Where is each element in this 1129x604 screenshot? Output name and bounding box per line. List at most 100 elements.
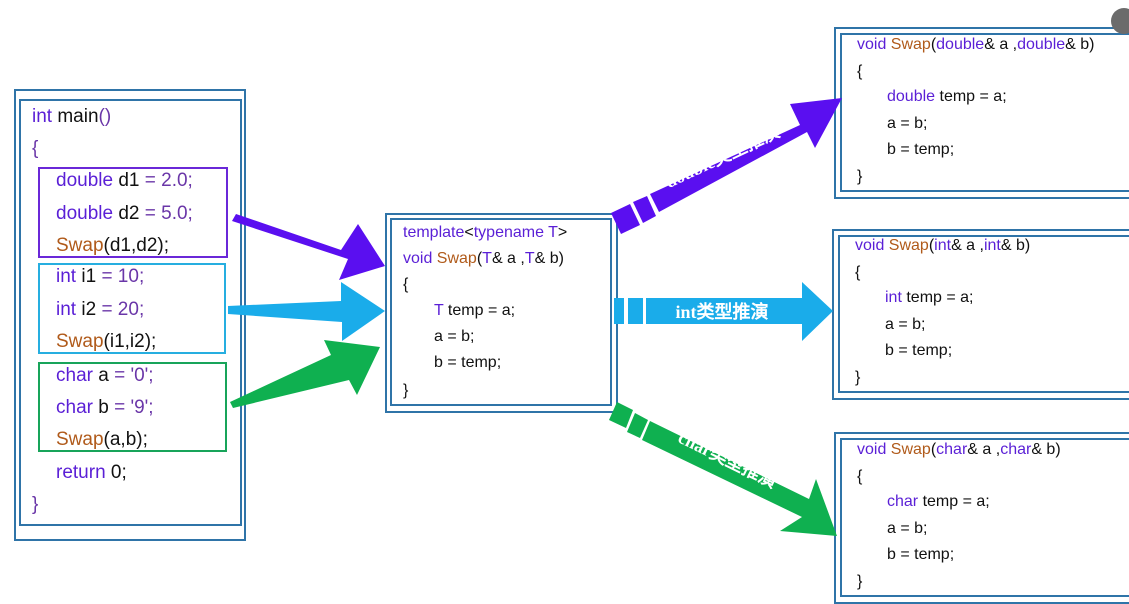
code-token: Swap: [56, 429, 104, 450]
code-token: temp = a;: [443, 302, 516, 319]
code-token: (: [930, 441, 937, 458]
code-token: int: [934, 237, 952, 254]
code-line: }: [403, 382, 408, 400]
code-token: typename: [473, 224, 544, 241]
code-token: i1: [76, 266, 102, 287]
code-token: & b): [534, 250, 564, 267]
code-token: a: [92, 365, 115, 386]
code-token: {: [857, 63, 863, 80]
code-line: b = temp;: [434, 354, 501, 372]
code-token: void: [403, 250, 433, 267]
code-token: temp = a;: [901, 289, 974, 306]
code-token: a = b;: [434, 328, 475, 345]
code-token: b = temp;: [887, 546, 955, 563]
code-token: = '9';: [114, 397, 154, 418]
code-line: a = b;: [887, 115, 927, 133]
int-instance-box-inner: [838, 235, 1129, 393]
code-token: (: [476, 250, 483, 267]
code-line: void Swap(double& a ,double& b): [857, 36, 1095, 54]
code-token: = '0';: [114, 365, 154, 386]
code-token: & b): [1031, 441, 1061, 458]
double-deduction-label: double类型推演: [662, 120, 783, 191]
code-line: }: [857, 168, 862, 186]
code-token: (i1,i2);: [103, 331, 157, 352]
code-token: double: [56, 203, 114, 224]
code-token: T: [543, 224, 558, 241]
char-deduction-arrow: char类型推演: [609, 402, 837, 536]
code-token: char: [936, 441, 968, 458]
code-token: & a ,: [951, 237, 984, 254]
code-line: char temp = a;: [887, 493, 990, 511]
code-token: }: [857, 573, 863, 590]
code-line: void Swap(char& a ,char& b): [857, 441, 1061, 459]
code-token: T: [434, 302, 444, 319]
code-token: & a ,: [984, 36, 1018, 53]
code-token: char: [887, 493, 919, 510]
code-token: {: [857, 468, 863, 485]
code-line: {: [855, 264, 860, 282]
code-token: a = b;: [887, 520, 928, 537]
code-token: b = temp;: [887, 141, 955, 158]
code-line: T temp = a;: [434, 302, 515, 320]
code-token: double: [56, 170, 114, 191]
code-token: double: [936, 36, 985, 53]
code-token: int: [56, 266, 77, 287]
code-line: char b = '9';: [56, 397, 154, 419]
code-token: double: [1017, 36, 1066, 53]
double-call-arrow: [232, 214, 385, 280]
code-token: template: [403, 224, 465, 241]
code-token: Swap: [432, 250, 477, 267]
code-line: int main(): [32, 106, 111, 128]
code-line: b = temp;: [885, 342, 952, 360]
code-token: main: [52, 106, 99, 127]
code-token: void: [857, 36, 887, 53]
code-line: {: [32, 138, 38, 160]
char-call-arrow: [230, 340, 380, 408]
code-token: (: [930, 36, 937, 53]
code-line: {: [857, 63, 862, 81]
int-call-arrow: [228, 282, 385, 341]
code-line: a = b;: [434, 328, 474, 346]
code-token: >: [557, 224, 568, 241]
int-instance-box-outer: [832, 229, 1129, 400]
code-line: int temp = a;: [885, 289, 974, 307]
code-token: int: [32, 106, 53, 127]
code-token: {: [855, 264, 861, 281]
code-token: }: [857, 168, 863, 185]
code-token: = 20;: [101, 299, 145, 320]
code-line: a = b;: [885, 316, 925, 334]
code-token: b = temp;: [885, 342, 953, 359]
code-line: Swap(i1,i2);: [56, 331, 156, 353]
code-token: (a,b);: [103, 429, 148, 450]
code-token: temp = a;: [935, 88, 1007, 105]
code-token: int: [983, 237, 1001, 254]
code-line: a = b;: [887, 520, 927, 538]
code-token: {: [32, 138, 39, 159]
code-token: T: [524, 250, 535, 267]
int-calls-highlight: [38, 263, 226, 354]
code-token: {: [403, 276, 409, 293]
code-token: Swap: [56, 331, 104, 352]
code-line: {: [403, 276, 408, 294]
code-token: & b): [1065, 36, 1095, 53]
code-token: <: [464, 224, 474, 241]
code-token: temp = a;: [918, 493, 990, 510]
code-line: b = temp;: [887, 141, 954, 159]
double-instance-box-outer: [834, 27, 1129, 199]
code-line: double d2 = 5.0;: [56, 203, 193, 225]
double-instance-box-inner: [840, 33, 1129, 192]
code-line: void Swap(int& a ,int& b): [855, 237, 1030, 255]
code-token: (): [98, 106, 112, 127]
code-line: double d1 = 2.0;: [56, 170, 193, 192]
code-token: return: [56, 462, 106, 483]
code-token: d1: [113, 170, 145, 191]
code-token: int: [885, 289, 902, 306]
code-token: Swap: [886, 36, 931, 53]
code-line: Swap(a,b);: [56, 429, 148, 451]
code-token: d2: [113, 203, 145, 224]
code-line: {: [857, 468, 862, 486]
code-token: }: [855, 369, 861, 386]
code-line: int i1 = 10;: [56, 266, 144, 288]
code-line: template<typename T>: [403, 224, 567, 242]
